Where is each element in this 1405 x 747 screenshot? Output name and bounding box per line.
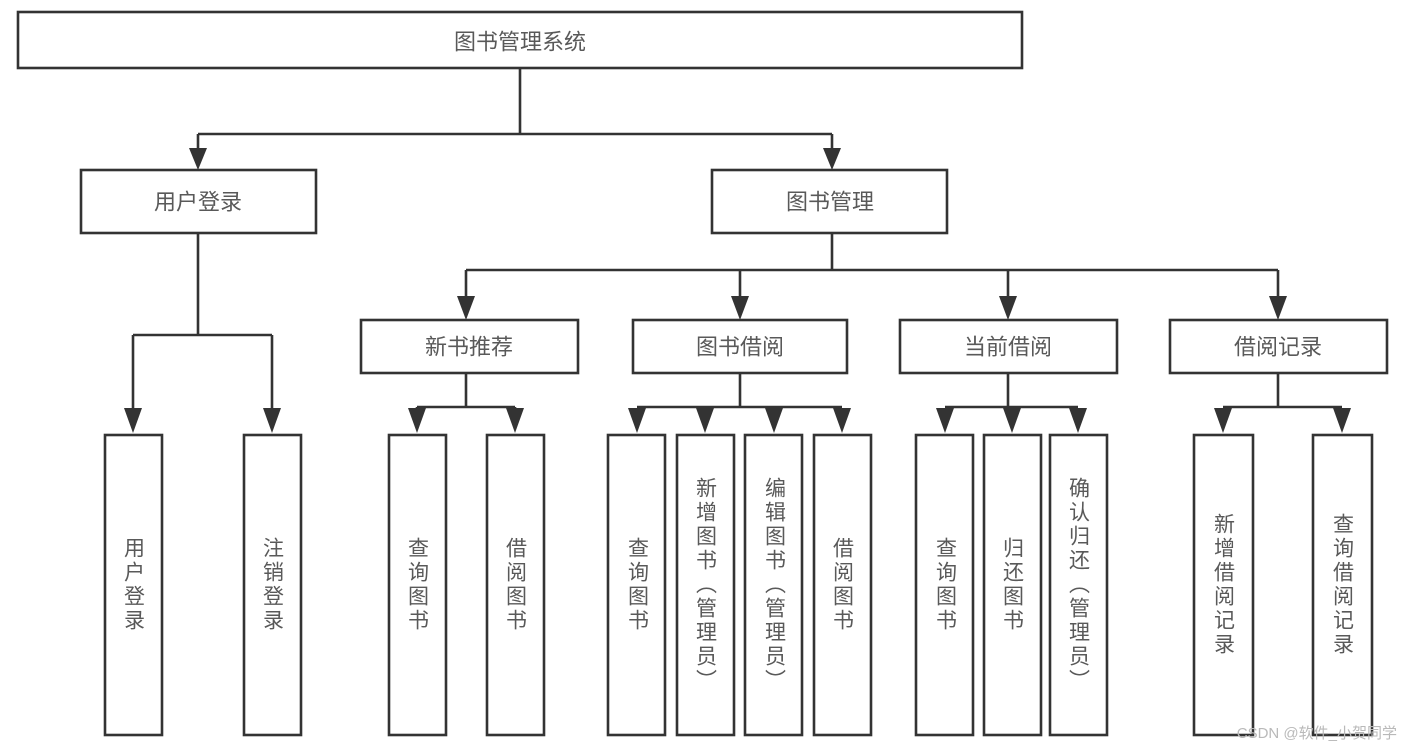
- node-leaf-query-book-rec-label: 查询图书: [406, 537, 430, 633]
- node-leaf-borrow-book-rec-label: 借阅图书: [504, 537, 528, 633]
- node-current-borrow-label: 当前借阅: [964, 335, 1052, 360]
- node-user-login-box[interactable]: [79, 168, 318, 235]
- arrow-book-manage-to-new-book: [457, 296, 475, 320]
- node-root-box[interactable]: [16, 10, 1024, 70]
- arrow-user-login-leaf-1: [124, 408, 142, 433]
- arrow-root-to-user-login: [189, 148, 207, 170]
- node-current-borrow-box[interactable]: [898, 318, 1119, 375]
- node-leaf-query-book-cur-box[interactable]: [914, 433, 975, 737]
- arrow-book-manage-to-borrow-record: [1269, 296, 1287, 320]
- node-leaf-query-record-box[interactable]: [1311, 433, 1374, 737]
- arrow-user-login-leaf-2: [263, 408, 281, 433]
- arrow-new-book-leaf-1: [408, 408, 426, 433]
- arrow-current-borrow-leaf-1: [936, 408, 954, 433]
- node-leaf-return-book-box[interactable]: [982, 433, 1043, 737]
- arrow-borrow-record-leaf-1: [1214, 408, 1232, 433]
- node-leaf-user-login-label: 用户登录: [122, 537, 146, 633]
- node-book-borrow-box[interactable]: [631, 318, 849, 375]
- node-new-book-rec-label: 新书推荐: [425, 335, 513, 360]
- node-leaf-logout-label: 注销登录: [261, 537, 285, 633]
- node-leaf-query-record-label: 查询借阅记录: [1331, 513, 1355, 657]
- arrow-current-borrow-leaf-2: [1003, 408, 1021, 433]
- arrow-root-to-book-manage: [823, 148, 841, 170]
- node-leaf-logout-box[interactable]: [242, 433, 303, 737]
- arrow-book-borrow-leaf-2: [696, 408, 714, 433]
- node-book-borrow-label: 图书借阅: [696, 335, 784, 360]
- node-leaf-user-login-box[interactable]: [103, 433, 164, 737]
- arrow-current-borrow-leaf-3: [1069, 408, 1087, 433]
- node-leaf-edit-book-label: 编辑图书（管理员）: [763, 477, 787, 693]
- node-leaf-query-book-borrow-label: 查询图书: [626, 537, 650, 633]
- node-borrow-record-box[interactable]: [1168, 318, 1389, 375]
- node-book-manage-box[interactable]: [710, 168, 949, 235]
- node-leaf-borrow-book-label: 借阅图书: [831, 537, 855, 633]
- node-borrow-record-label: 借阅记录: [1234, 335, 1322, 360]
- node-book-manage-label: 图书管理: [786, 190, 874, 215]
- node-user-login-label: 用户登录: [154, 190, 242, 215]
- node-leaf-confirm-return-label: 确认归还（管理员）: [1067, 477, 1091, 693]
- arrow-book-borrow-leaf-3: [765, 408, 783, 433]
- node-leaf-confirm-return-box[interactable]: [1048, 433, 1109, 737]
- node-root-label: 图书管理系统: [454, 30, 586, 55]
- node-leaf-query-book-borrow-box[interactable]: [606, 433, 667, 737]
- node-leaf-query-book-rec-box[interactable]: [387, 433, 448, 737]
- arrow-new-book-leaf-2: [506, 408, 524, 433]
- node-leaf-edit-book-box[interactable]: [743, 433, 804, 737]
- arrow-book-borrow-leaf-1: [628, 408, 646, 433]
- node-layer: 图书管理系统 用户登录 图书管理 新书推荐 图书借阅 当前借阅 借阅记录 用户登…: [16, 10, 1389, 737]
- connector-layer: [124, 68, 1351, 433]
- node-leaf-add-record-label: 新增借阅记录: [1212, 513, 1236, 657]
- node-leaf-borrow-book-box[interactable]: [812, 433, 873, 737]
- arrow-book-manage-to-book-borrow: [731, 296, 749, 320]
- arrow-book-manage-to-current-borrow: [999, 296, 1017, 320]
- node-new-book-rec-box[interactable]: [359, 318, 580, 375]
- node-leaf-add-book-box[interactable]: [675, 433, 736, 737]
- arrow-book-borrow-leaf-4: [833, 408, 851, 433]
- arrow-borrow-record-leaf-2: [1333, 408, 1351, 433]
- node-leaf-borrow-book-rec-box[interactable]: [485, 433, 546, 737]
- node-leaf-query-book-cur-label: 查询图书: [934, 537, 958, 633]
- node-leaf-add-book-label: 新增图书（管理员）: [694, 477, 718, 693]
- node-leaf-add-record-box[interactable]: [1192, 433, 1255, 737]
- node-leaf-return-book-label: 归还图书: [1001, 537, 1025, 633]
